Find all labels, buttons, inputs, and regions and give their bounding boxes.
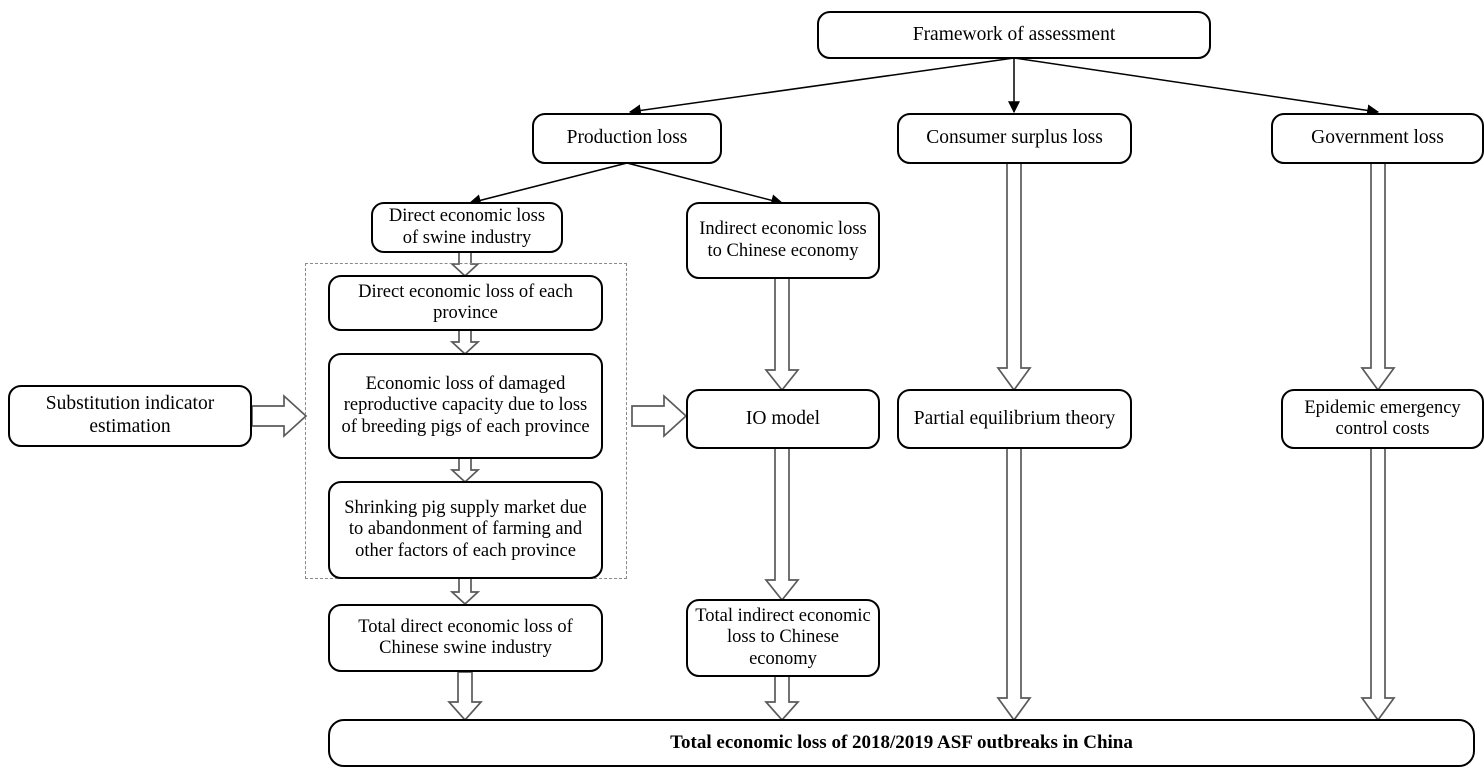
node-label: Direct economic loss of swine industry bbox=[388, 206, 546, 248]
node-indirect-economic-loss-to-chinese-economy[interactable]: Indirect economic loss to Chinese econom… bbox=[686, 202, 880, 279]
edge-production-loss-to-direct-swine bbox=[468, 162, 628, 207]
edge-total-indirect-to-total-economic-loss bbox=[764, 675, 800, 722]
node-total-direct-economic-loss-chinese-swine-industry[interactable]: Total direct economic loss of Chinese sw… bbox=[328, 604, 603, 672]
edge-production-loss-to-indirect-chinese bbox=[626, 162, 784, 207]
node-label: Partial equilibrium theory bbox=[913, 407, 1116, 429]
edge-total-direct-to-total-economic-loss bbox=[447, 671, 483, 722]
edge-province-group-to-io-model bbox=[631, 394, 688, 438]
node-direct-economic-loss-of-each-province[interactable]: Direct economic loss of each province bbox=[328, 275, 603, 331]
node-substitution-indicator-estimation[interactable]: Substitution indicator estimation bbox=[8, 385, 252, 447]
node-production-loss[interactable]: Production loss bbox=[532, 113, 722, 164]
node-label: Economic loss of damaged reproductive ca… bbox=[341, 373, 590, 437]
node-label: Direct economic loss of each province bbox=[358, 281, 573, 323]
edge-substitution-indicator-to-province-group bbox=[251, 394, 308, 438]
node-label: Total direct economic loss of Chinese sw… bbox=[358, 616, 573, 658]
node-label: IO model bbox=[745, 407, 821, 429]
node-partial-equilibrium-theory[interactable]: Partial equilibrium theory bbox=[897, 389, 1132, 449]
node-label: Consumer surplus loss bbox=[926, 127, 1103, 149]
edge-partial-equilibrium-to-total-economic-loss bbox=[996, 447, 1032, 722]
node-economic-loss-damaged-reproductive-capacity[interactable]: Economic loss of damaged reproductive ca… bbox=[328, 353, 603, 459]
node-label: Epidemic emergency control costs bbox=[1304, 397, 1461, 439]
node-label: Total economic loss of 2018/2019 ASF out… bbox=[670, 731, 1133, 753]
edge-framework-to-government-loss bbox=[1013, 57, 1380, 117]
edge-shrinking-market-to-total-direct bbox=[449, 577, 481, 606]
node-label: Total indirect economic loss to Chinese … bbox=[695, 605, 871, 669]
node-consumer-surplus-loss[interactable]: Consumer surplus loss bbox=[897, 113, 1132, 164]
edge-government-loss-to-epidemic-costs bbox=[1360, 162, 1396, 392]
edge-io-model-to-total-indirect bbox=[764, 447, 800, 602]
node-label: Government loss bbox=[1311, 127, 1444, 149]
node-government-loss[interactable]: Government loss bbox=[1271, 113, 1484, 164]
node-label: Substitution indicator estimation bbox=[45, 393, 215, 437]
node-total-indirect-economic-loss-to-chinese-economy[interactable]: Total indirect economic loss to Chinese … bbox=[686, 599, 880, 677]
edge-framework-to-production-loss bbox=[628, 57, 1015, 117]
edge-indirect-chinese-to-io-model bbox=[764, 277, 800, 392]
node-direct-economic-loss-of-swine-industry[interactable]: Direct economic loss of swine industry bbox=[371, 202, 563, 253]
node-label: Shrinking pig supply market due to aband… bbox=[344, 497, 587, 561]
node-framework-of-assessment[interactable]: Framework of assessment bbox=[817, 11, 1211, 59]
node-label: Production loss bbox=[566, 127, 688, 149]
node-total-economic-loss-asf-outbreaks[interactable]: Total economic loss of 2018/2019 ASF out… bbox=[328, 719, 1475, 767]
node-io-model[interactable]: IO model bbox=[686, 389, 880, 449]
node-epidemic-emergency-control-costs[interactable]: Epidemic emergency control costs bbox=[1281, 389, 1484, 449]
node-label: Indirect economic loss to Chinese econom… bbox=[699, 219, 867, 261]
node-label: Framework of assessment bbox=[912, 23, 1116, 45]
edge-consumer-surplus-loss-to-partial-equilibrium bbox=[996, 162, 1032, 392]
node-shrinking-pig-supply-market[interactable]: Shrinking pig supply market due to aband… bbox=[328, 481, 603, 579]
edge-epidemic-costs-to-total-economic-loss bbox=[1360, 447, 1396, 722]
